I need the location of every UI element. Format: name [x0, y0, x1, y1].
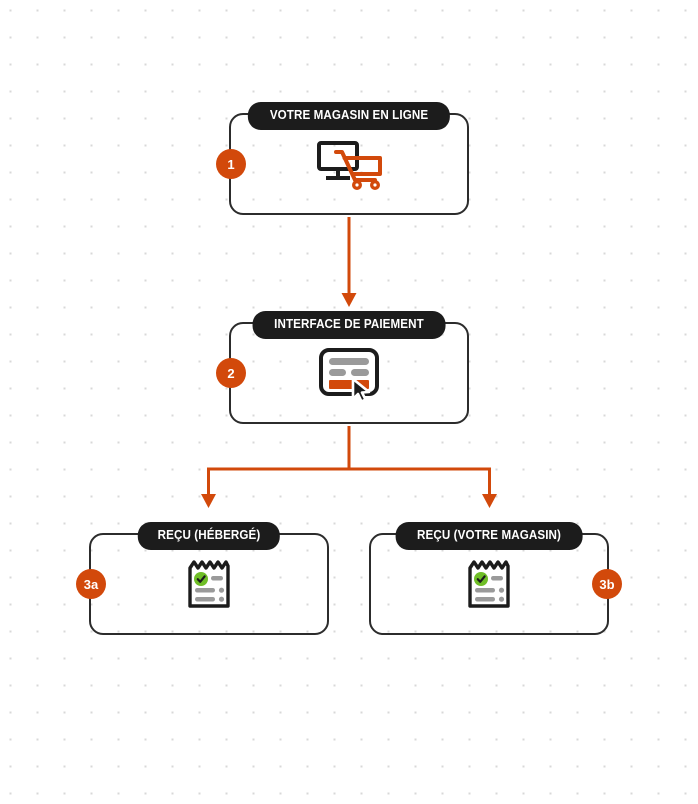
node-receipt-store-label: REÇU (VOTRE MAGASIN) [395, 522, 583, 550]
node-payment[interactable]: INTERFACE DE PAIEMENT 2 [216, 311, 469, 424]
connector-store-to-payment [341, 217, 357, 307]
receipt-check-icon [463, 556, 515, 612]
node-store-label: VOTRE MAGASIN EN LIGNE [247, 102, 451, 130]
node-payment-label-text: INTERFACE DE PAIEMENT [274, 317, 424, 331]
node-store-label-text: VOTRE MAGASIN EN LIGNE [269, 108, 429, 122]
node-receipt-store[interactable]: REÇU (VOTRE MAGASIN) 3b [369, 522, 622, 635]
monitor-shopping-cart-icon [313, 138, 385, 190]
connector-payment-to-receipt-store [482, 469, 497, 508]
node-store[interactable]: VOTRE MAGASIN EN LIGNE 1 [216, 102, 469, 215]
node-receipt-store-label-text: REÇU (VOTRE MAGASIN) [417, 528, 561, 542]
connector-payment-to-receipt-hosted [201, 469, 216, 508]
node-receipt-store-badge: 3b [592, 569, 622, 599]
node-receipt-hosted-badge: 3a [76, 569, 106, 599]
connector-payment-split [207, 426, 491, 471]
node-payment-label: INTERFACE DE PAIEMENT [252, 311, 446, 339]
node-receipt-hosted-label-text: REÇU (HÉBERGÉ) [157, 528, 261, 542]
node-store-badge: 1 [216, 149, 246, 179]
receipt-check-icon [183, 556, 235, 612]
node-receipt-hosted[interactable]: REÇU (HÉBERGÉ) 3a [76, 522, 329, 635]
payment-form-cursor-icon [313, 344, 385, 402]
node-payment-badge: 2 [216, 358, 246, 388]
node-receipt-hosted-label: REÇU (HÉBERGÉ) [137, 522, 281, 550]
